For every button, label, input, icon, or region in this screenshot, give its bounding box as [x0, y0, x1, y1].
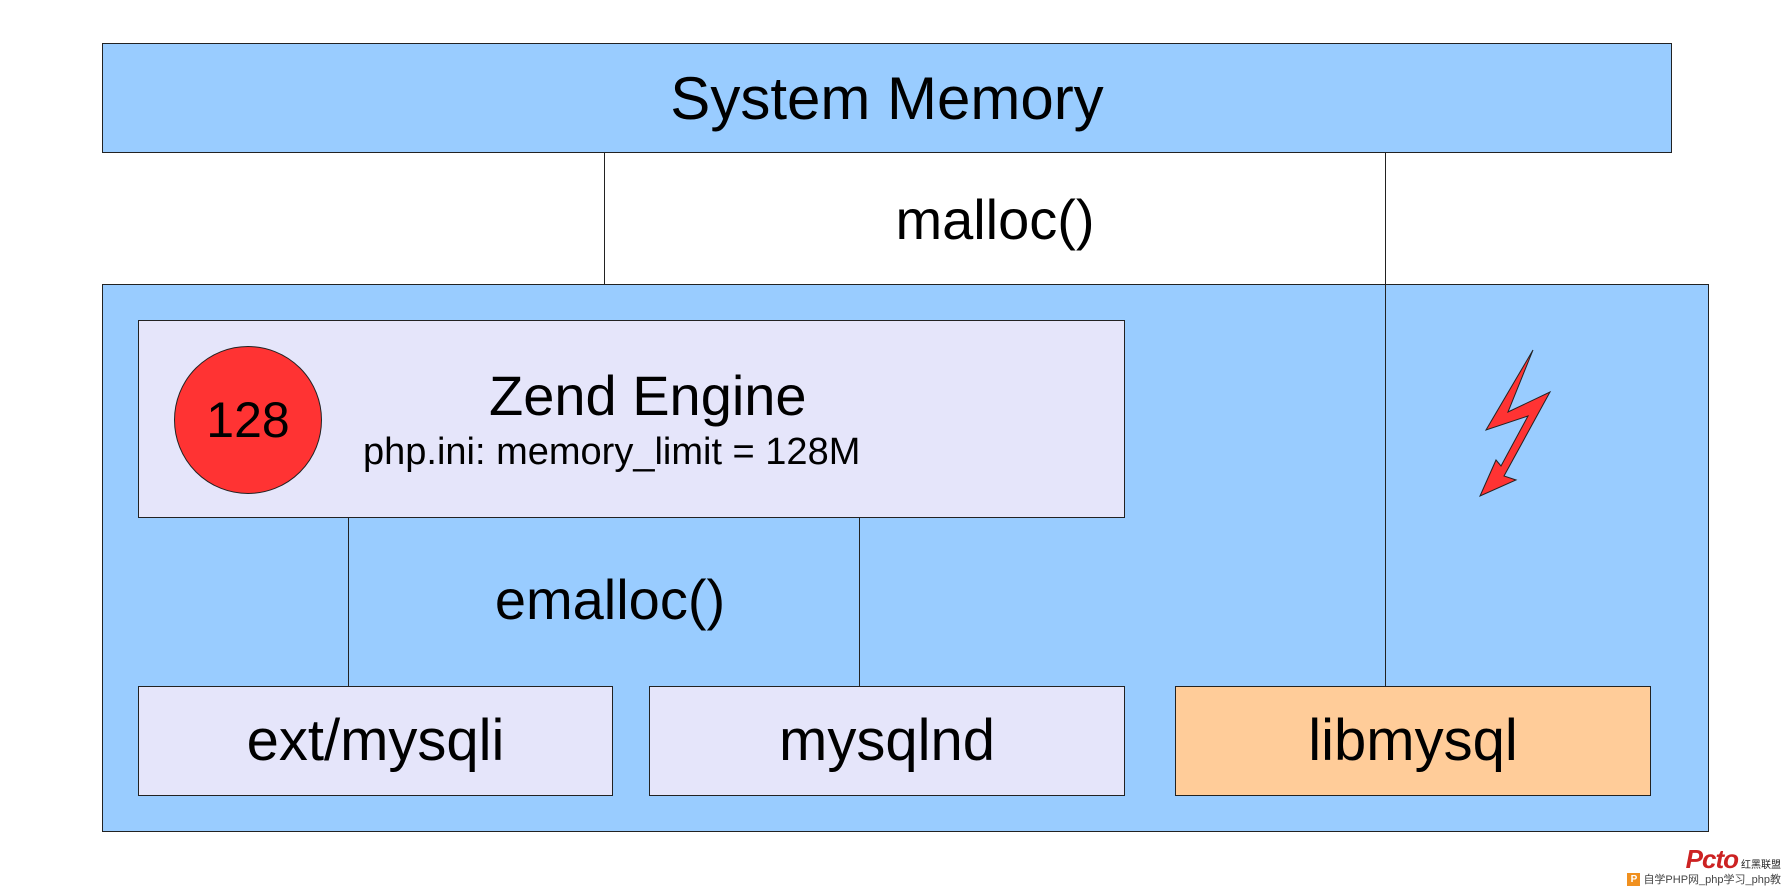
watermark-side-text: 红黑联盟 [1741, 860, 1781, 871]
module-box-mysqlnd: mysqlnd [649, 686, 1125, 796]
emalloc-connector-mysqlnd-tick [859, 517, 913, 518]
memory-limit-badge: 128 [174, 346, 322, 494]
libmysql-connector-inside [1385, 284, 1386, 686]
emalloc-connector-mysqlnd [859, 517, 860, 686]
watermark-logo: Pcto [1685, 844, 1739, 874]
zend-engine-subtitle: php.ini: memory_limit = 128M [363, 431, 861, 473]
module-label-ext-mysqli: ext/mysqli [246, 708, 505, 773]
zend-engine-title: Zend Engine [489, 364, 807, 427]
module-box-libmysql: libmysql [1175, 686, 1651, 796]
emalloc-connector-mysqli-tick [348, 517, 402, 518]
module-box-ext-mysqli: ext/mysqli [138, 686, 613, 796]
malloc-label: malloc() [895, 188, 1095, 251]
malloc-connector-libmysql-tick [1385, 152, 1439, 153]
system-memory-label: System Memory [670, 65, 1104, 132]
emalloc-connector-mysqli [348, 517, 349, 686]
malloc-connector-zend-tick [604, 152, 658, 153]
watermark-url-row: P 自学PHP网_php学习_php教 [1627, 871, 1781, 887]
watermark-p-icon: P [1627, 872, 1641, 886]
emalloc-label: emalloc() [494, 568, 726, 631]
system-memory-box: System Memory [102, 43, 1672, 153]
watermark-caption: 自学PHP网_php学习_php教 [1643, 874, 1781, 886]
malloc-connector-zend [604, 152, 605, 322]
lightning-bolt-icon [1479, 349, 1552, 497]
watermark-logo-row: Pcto 红黑联盟 [1685, 844, 1781, 874]
module-label-libmysql: libmysql [1308, 708, 1518, 773]
module-label-mysqlnd: mysqlnd [779, 708, 995, 773]
site-watermark: Pcto 红黑联盟 P 自学PHP网_php学习_php教 [1627, 844, 1781, 887]
